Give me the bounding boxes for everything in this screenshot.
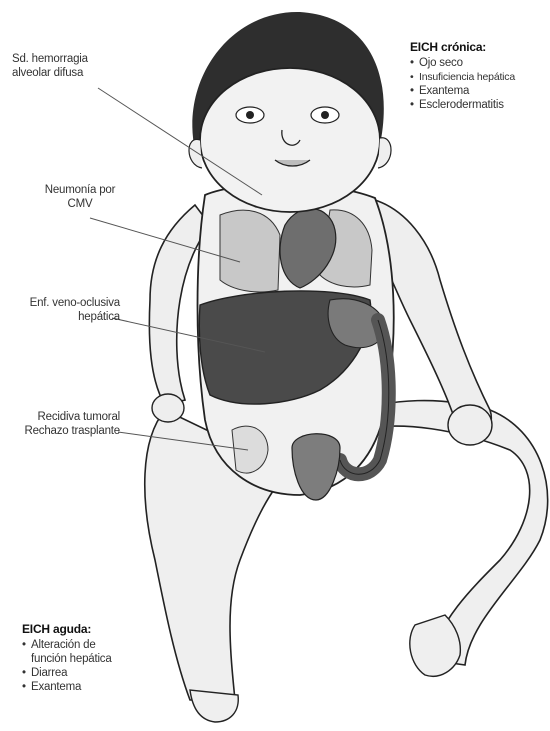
label-hemorragia-line1: Sd. hemorragia: [12, 52, 88, 66]
eich-aguda-list: Alteración de función hepática Diarrea E…: [22, 638, 142, 694]
list-item: Alteración de función hepática: [22, 638, 131, 666]
face: [200, 68, 380, 212]
eich-cronica-title: EICH crónica:: [410, 40, 548, 54]
eich-aguda-box: EICH aguda: Alteración de función hepáti…: [22, 622, 142, 694]
eich-aguda-title: EICH aguda:: [22, 622, 142, 636]
right-foot: [410, 615, 461, 676]
list-item: Exantema: [410, 84, 548, 98]
label-recidiva-line1: Recidiva tumoral: [12, 410, 120, 424]
label-venooclusiva-line2: hepática: [12, 310, 120, 324]
list-item: Insuficiencia hepática: [410, 70, 548, 84]
right-pupil: [321, 111, 329, 119]
label-recidiva: Recidiva tumoral Rechazo trasplante: [12, 410, 120, 438]
left-ear: [189, 139, 202, 168]
right-hand: [448, 405, 492, 445]
label-neumonia-line1: Neumonía por: [30, 183, 130, 197]
label-neumonia: Neumonía por CMV: [30, 183, 130, 211]
eich-cronica-list: Ojo seco Insuficiencia hepática Exantema…: [410, 56, 548, 112]
left-hand: [152, 394, 184, 422]
left-pupil: [246, 111, 254, 119]
right-ear: [378, 138, 391, 168]
eich-cronica-box: EICH crónica: Ojo seco Insuficiencia hep…: [410, 40, 548, 112]
left-lung: [220, 210, 280, 292]
label-venooclusiva: Enf. veno-oclusiva hepática: [12, 296, 120, 324]
list-item: Exantema: [22, 680, 142, 694]
label-hemorragia-line2: alveolar difusa: [12, 66, 88, 80]
label-neumonia-line2: CMV: [30, 197, 130, 211]
label-recidiva-line2: Rechazo trasplante: [12, 424, 120, 438]
label-venooclusiva-line1: Enf. veno-oclusiva: [12, 296, 120, 310]
list-item: Esclerodermatitis: [410, 98, 548, 112]
list-item: Diarrea: [22, 666, 142, 680]
left-foot: [190, 690, 238, 722]
list-item: Ojo seco: [410, 56, 548, 70]
label-hemorragia: Sd. hemorragia alveolar difusa: [12, 52, 88, 80]
